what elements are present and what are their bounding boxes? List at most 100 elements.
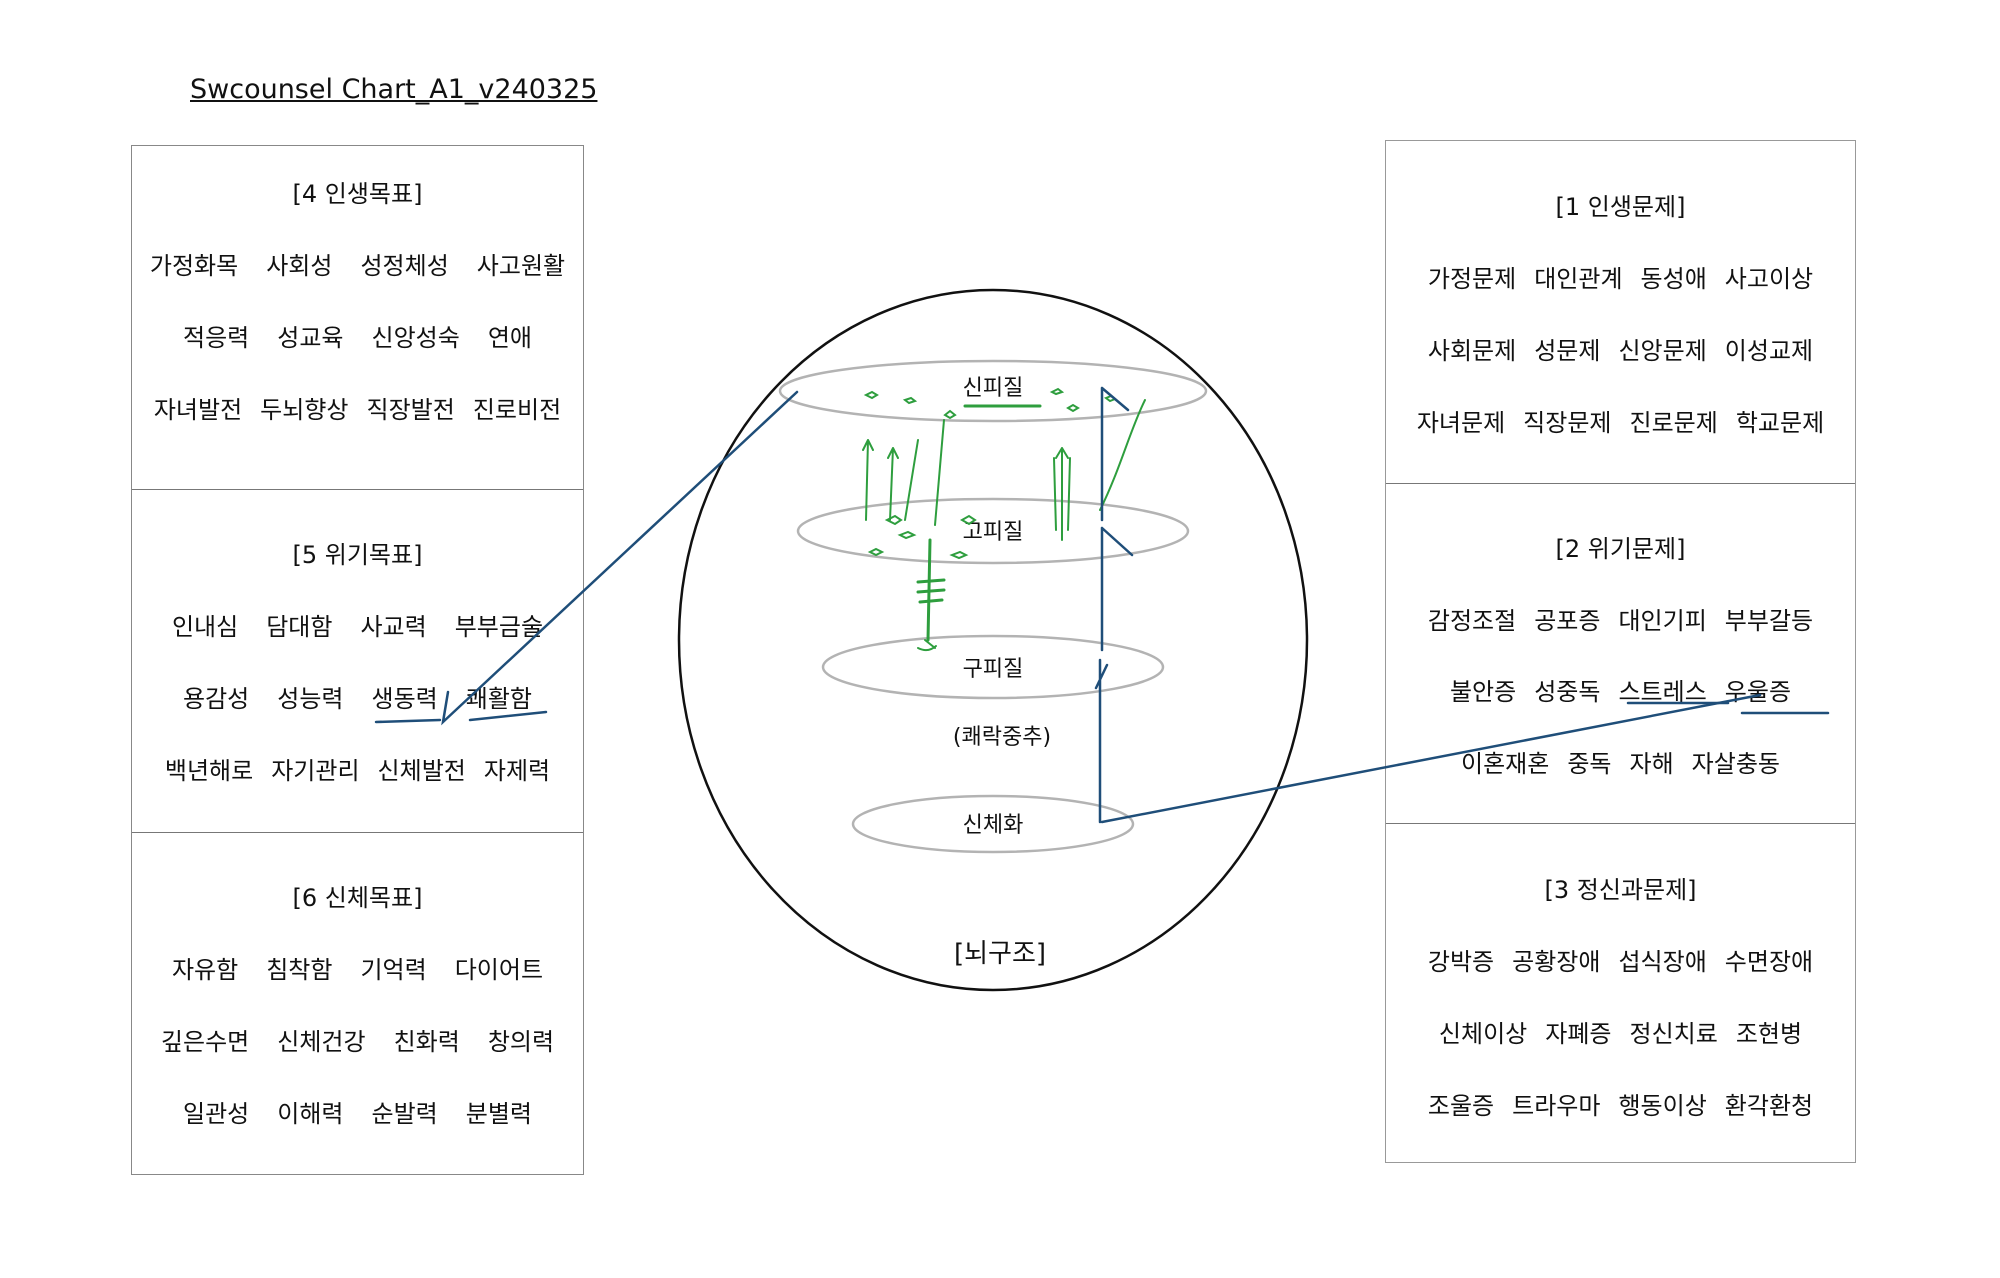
list-item: 가정문제	[1427, 265, 1517, 293]
item-row: 자유함 침착함 기억력 다이어트	[132, 950, 583, 985]
list-item: 이혼재혼	[1461, 750, 1550, 778]
problems-panel: [1 인생문제] 가정문제 대인관계 동성애 사고이상 사회문제 성문제 신앙문…	[1385, 140, 1856, 1163]
list-item: 이해력	[277, 1100, 344, 1128]
item-row: 신체이상 자폐증 정신치료 조현병	[1386, 1014, 1855, 1049]
item-row: 백년해로 자기관리 신체발전 자제력	[132, 751, 583, 786]
item-row: 가정화목 사회성 성정체성 사고원활	[132, 246, 583, 281]
list-item: 인내심	[171, 613, 239, 641]
list-item: 동성애	[1640, 265, 1707, 293]
document-title: Swcounsel Chart_A1_v240325	[190, 74, 598, 105]
layer-ring-paleocortex	[796, 497, 1190, 565]
item-row: 용감성 성능력 생동력 쾌활함	[132, 679, 583, 714]
section-life-problems: [1 인생문제] 가정문제 대인관계 동성애 사고이상 사회문제 성문제 신앙문…	[1386, 141, 1855, 483]
list-item: 공황장애	[1512, 948, 1601, 976]
green-sketch-annotation	[862, 387, 1146, 652]
list-item: 부부금술	[454, 613, 544, 641]
section-title: [4 인생목표]	[292, 180, 423, 208]
brain-outline	[677, 288, 1309, 992]
list-item: 자녀발전	[153, 396, 243, 424]
list-item: 직장발전	[366, 396, 455, 424]
list-item: 대인기피	[1618, 607, 1707, 635]
list-item: 분별력	[465, 1100, 532, 1128]
layer-ring-archicortex	[821, 634, 1165, 700]
list-item: 신앙성숙	[371, 324, 460, 352]
list-item: 자유함	[171, 956, 239, 984]
list-item: 자살충동	[1691, 750, 1780, 778]
list-item: 부부갈등	[1724, 607, 1814, 635]
list-item: 스트레스	[1618, 678, 1707, 706]
list-item: 백년해로	[164, 757, 254, 785]
list-item: 신체건강	[277, 1028, 366, 1056]
item-row: 적응력 성교육 신앙성숙 연애	[132, 318, 583, 353]
list-item: 자제력	[483, 757, 551, 785]
list-item: 중독	[1567, 750, 1612, 778]
list-item: 이성교제	[1724, 337, 1814, 365]
list-item: 환각환청	[1724, 1092, 1814, 1120]
list-item: 조울증	[1427, 1092, 1495, 1120]
list-item: 사고이상	[1724, 265, 1814, 293]
list-item: 자기관리	[271, 757, 360, 785]
list-item: 다이어트	[454, 956, 544, 984]
layer-label-somatization: 신체화	[963, 813, 1024, 838]
blue-connector-annotation	[374, 386, 1830, 824]
list-item: 감정조절	[1427, 607, 1517, 635]
list-item: 진로비전	[472, 396, 562, 424]
list-item: 대인관계	[1534, 265, 1623, 293]
item-row: 자녀발전 두뇌향상 직장발전 진로비전	[132, 390, 583, 425]
item-row: 깊은수면 신체건강 친화력 창의력	[132, 1022, 583, 1057]
list-item: 생동력	[371, 685, 438, 713]
section-title: [6 신체목표]	[292, 884, 423, 912]
list-item: 침착함	[266, 956, 333, 984]
list-item: 창의력	[487, 1028, 555, 1056]
item-row: 자녀문제 직장문제 진로문제 학교문제	[1386, 403, 1855, 438]
list-item: 순발력	[371, 1100, 438, 1128]
list-item: 성교육	[277, 324, 344, 352]
list-item: 일관성	[183, 1100, 250, 1128]
list-item: 우울증	[1724, 678, 1792, 706]
list-item: 강박증	[1427, 948, 1495, 976]
list-item: 적응력	[183, 324, 250, 352]
list-item: 신앙문제	[1618, 337, 1707, 365]
layer-label-archicortex: 구피질	[963, 657, 1024, 682]
list-item: 사회문제	[1427, 337, 1517, 365]
list-item: 담대함	[266, 613, 333, 641]
item-row: 이혼재혼 중독 자해 자살충동	[1386, 744, 1855, 779]
layer-label-neocortex: 신피질	[963, 376, 1024, 401]
brain-caption: [뇌구조]	[954, 939, 1046, 969]
list-item: 섭식장애	[1618, 948, 1707, 976]
list-item: 사회성	[266, 252, 333, 280]
section-life-goals: [4 인생목표] 가정화목 사회성 성정체성 사고원활 적응력 성교육 신앙성숙…	[132, 146, 583, 489]
list-item: 성문제	[1534, 337, 1601, 365]
list-item: 신체발전	[377, 757, 466, 785]
list-item: 자해	[1629, 750, 1674, 778]
list-item: 직장문제	[1523, 409, 1612, 437]
list-item: 불안증	[1449, 678, 1517, 706]
section-title: [5 위기목표]	[292, 541, 423, 569]
section-title: [1 인생문제]	[1555, 193, 1686, 221]
section-psychiatric-problems: [3 정신과문제] 강박증 공황장애 섭식장애 수면장애 신체이상 자폐증 정신…	[1386, 823, 1855, 1162]
list-item: 행동이상	[1618, 1092, 1707, 1120]
list-item: 두뇌향상	[260, 396, 349, 424]
list-item: 가정화목	[149, 252, 239, 280]
list-item: 조현병	[1735, 1020, 1803, 1048]
layer-ring-neocortex	[778, 359, 1208, 423]
list-item: 진로문제	[1629, 409, 1718, 437]
item-row: 강박증 공황장애 섭식장애 수면장애	[1386, 942, 1855, 977]
list-item: 정신치료	[1629, 1020, 1718, 1048]
list-item: 사교력	[360, 613, 427, 641]
pleasure-center-label: (쾌락중추)	[953, 725, 1051, 750]
list-item: 사고원활	[476, 252, 566, 280]
layer-label-paleocortex: 고피질	[963, 520, 1024, 545]
list-item: 기억력	[360, 956, 427, 984]
section-title: [2 위기문제]	[1555, 535, 1686, 563]
section-crisis-problems: [2 위기문제] 감정조절 공포증 대인기피 부부갈등 불안증 성중독 스트레스…	[1386, 483, 1855, 823]
list-item: 수면장애	[1724, 948, 1814, 976]
item-row: 사회문제 성문제 신앙문제 이성교제	[1386, 331, 1855, 366]
list-item: 친화력	[393, 1028, 460, 1056]
list-item: 성중독	[1534, 678, 1601, 706]
list-item: 연애	[487, 324, 532, 352]
item-row: 인내심 담대함 사교력 부부금술	[132, 607, 583, 642]
list-item: 트라우마	[1512, 1092, 1601, 1120]
list-item: 성능력	[277, 685, 344, 713]
